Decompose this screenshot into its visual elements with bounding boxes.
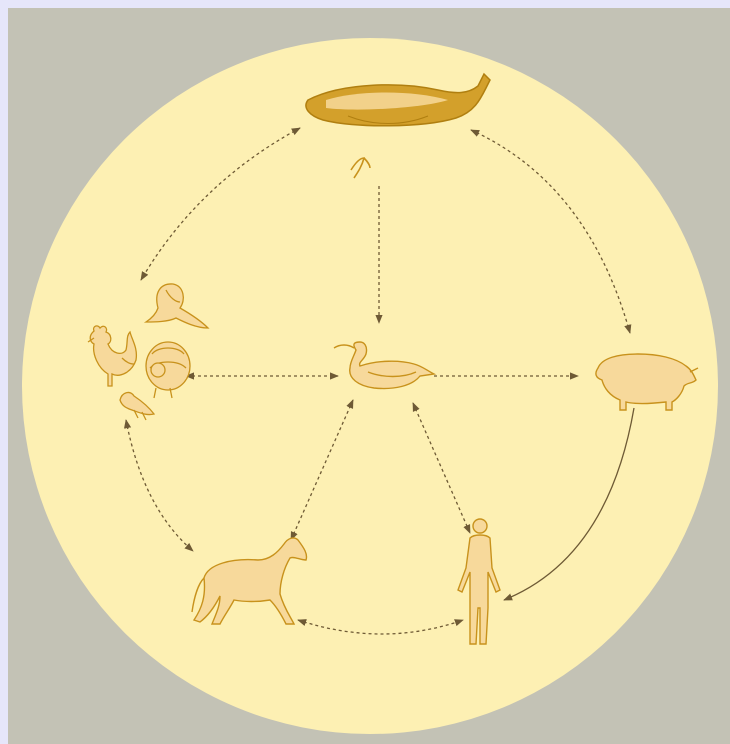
transmission-diagram (8, 8, 730, 744)
diagram-panel (8, 8, 730, 744)
